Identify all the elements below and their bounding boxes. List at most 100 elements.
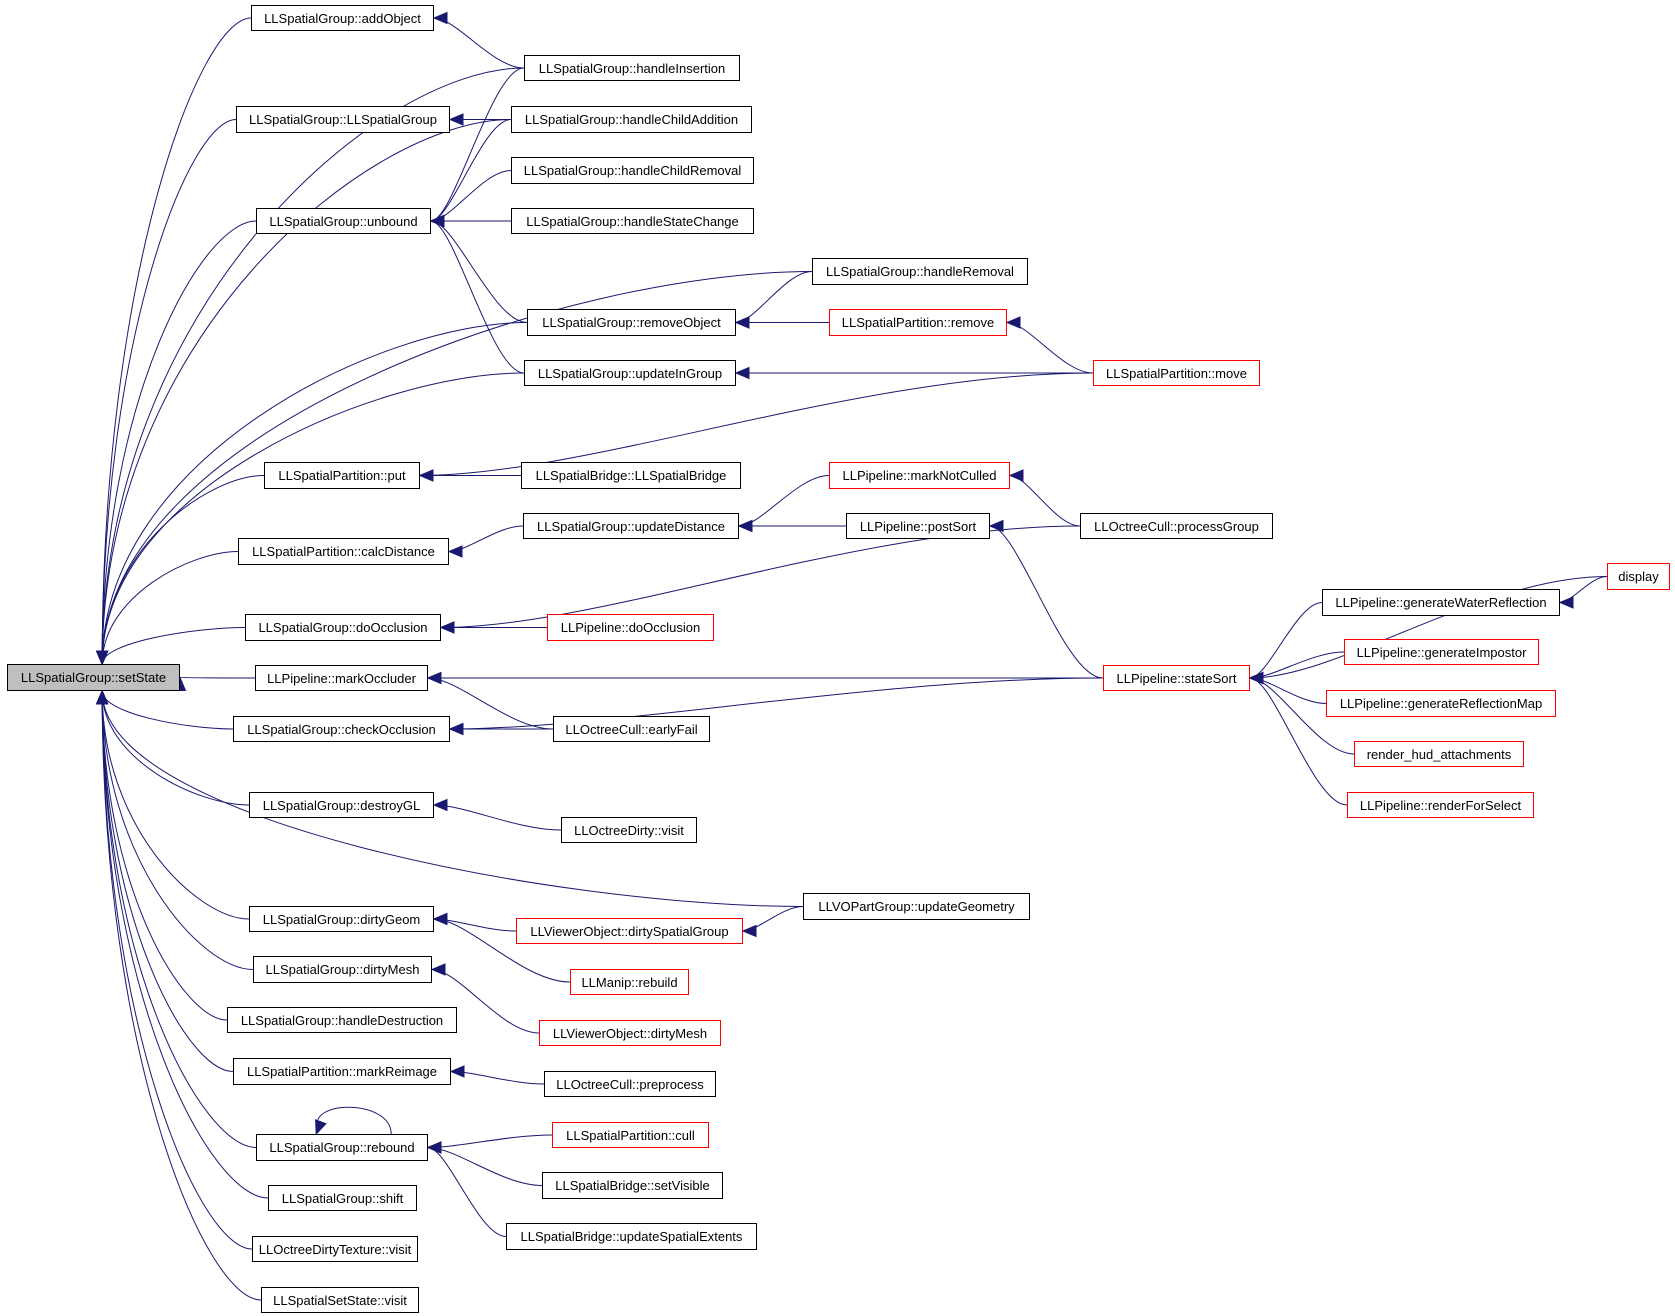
edge-arrowhead	[426, 1141, 442, 1154]
node-processGroup[interactable]: LLOctreeCull::processGroup	[1080, 513, 1273, 539]
node-preprocess[interactable]: LLOctreeCull::preprocess	[544, 1071, 716, 1097]
node-markNotCulled[interactable]: LLPipeline::markNotCulled	[829, 462, 1010, 489]
node-unbound[interactable]: LLSpatialGroup::unbound	[256, 208, 431, 234]
node-label: LLSpatialGroup::handleStateChange	[526, 213, 739, 229]
node-checkOcclusion[interactable]: LLSpatialGroup::checkOcclusion	[233, 716, 450, 742]
edge-genImpostor-stateSort	[1249, 651, 1345, 679]
node-handleInsertion[interactable]: LLSpatialGroup::handleInsertion	[524, 55, 740, 81]
node-renderForSelect[interactable]: LLPipeline::renderForSelect	[1347, 792, 1534, 818]
edge-arrowhead	[95, 650, 109, 666]
edge-dirtyTextureVisit-setState	[101, 690, 253, 1250]
node-setState[interactable]: LLSpatialGroup::setState	[7, 664, 180, 691]
edge-handleChildAddition-setState	[101, 119, 512, 665]
edge-arrowhead	[1008, 469, 1024, 482]
edge-addObject-setState	[101, 17, 252, 665]
node-label: LLSpatialGroup::updateDistance	[537, 518, 725, 534]
edge-handleInsertion-setState	[101, 67, 525, 665]
node-viewerDirtyMesh[interactable]: LLViewerObject::dirtyMesh	[539, 1020, 721, 1046]
edge-stateSort-checkOcclusion	[449, 677, 1104, 730]
edge-markReimage-setState	[101, 690, 234, 1072]
edge-groupDoOcclusion-setState	[101, 627, 246, 665]
node-groupDoOcclusion[interactable]: LLSpatialGroup::doOcclusion	[245, 614, 441, 641]
node-markOccluder[interactable]: LLPipeline::markOccluder	[255, 665, 428, 691]
node-partPut[interactable]: LLSpatialPartition::put	[264, 462, 420, 489]
node-label: LLPipeline::generateWaterReflection	[1335, 595, 1547, 610]
edge-rebound-setState	[101, 690, 257, 1148]
node-updateInGroup[interactable]: LLSpatialGroup::updateInGroup	[524, 360, 736, 386]
node-postSort[interactable]: LLPipeline::postSort	[846, 513, 990, 539]
node-handleChildAddition[interactable]: LLSpatialGroup::handleChildAddition	[511, 106, 752, 133]
node-label: LLSpatialGroup::handleChildAddition	[524, 112, 739, 127]
node-partCull[interactable]: LLSpatialPartition::cull	[552, 1122, 709, 1148]
node-genImpostor[interactable]: LLPipeline::generateImpostor	[1344, 639, 1539, 665]
node-dirtyGeom[interactable]: LLSpatialGroup::dirtyGeom	[249, 906, 434, 932]
edge-arrowhead	[449, 1065, 465, 1078]
edge-handleRemoval-removeObject	[735, 271, 813, 323]
node-removeObject[interactable]: LLSpatialGroup::removeObject	[527, 309, 736, 336]
node-updateDistance[interactable]: LLSpatialGroup::updateDistance	[523, 513, 739, 539]
node-updateSpatialExtents[interactable]: LLSpatialBridge::updateSpatialExtents	[506, 1223, 757, 1250]
node-setVisible[interactable]: LLSpatialBridge::setVisible	[542, 1172, 723, 1199]
node-bridgeCtor[interactable]: LLSpatialBridge::LLSpatialBridge	[521, 462, 741, 489]
node-updateGeometry[interactable]: LLVOPartGroup::updateGeometry	[803, 893, 1030, 920]
node-destroyGL[interactable]: LLSpatialGroup::destroyGL	[249, 792, 434, 818]
node-calcDistance[interactable]: LLSpatialPartition::calcDistance	[238, 538, 449, 565]
edge-setVisible-rebound	[427, 1147, 543, 1186]
node-partMove[interactable]: LLSpatialPartition::move	[1093, 360, 1260, 386]
node-setStateVisit[interactable]: LLSpatialSetState::visit	[261, 1287, 419, 1313]
node-label: LLSpatialGroup::updateInGroup	[537, 365, 723, 381]
node-partRemove[interactable]: LLSpatialPartition::remove	[829, 309, 1007, 336]
edge-handleRemoval-setState	[101, 271, 813, 665]
node-label: LLSpatialGroup::setState	[20, 670, 167, 685]
node-label: LLSpatialGroup::handleDestruction	[240, 1012, 444, 1028]
node-label: LLSpatialGroup::checkOcclusion	[247, 721, 436, 737]
edge-partMove-partRemove	[1006, 322, 1094, 374]
node-label: LLSpatialGroup::LLSpatialGroup	[249, 112, 437, 127]
edge-arrowhead	[741, 924, 757, 938]
node-shift[interactable]: LLSpatialGroup::shift	[268, 1185, 417, 1211]
node-earlyFail[interactable]: LLOctreeCull::earlyFail	[553, 716, 710, 742]
edge-renderForSelect-stateSort	[1249, 677, 1348, 806]
edge-arrowhead	[734, 316, 750, 329]
node-label: LLVOPartGroup::updateGeometry	[818, 899, 1015, 914]
node-label: LLPipeline::markNotCulled	[842, 468, 997, 483]
node-label: LLSpatialGroup::dirtyGeom	[262, 911, 421, 927]
node-addObject[interactable]: LLSpatialGroup::addObject	[251, 5, 434, 31]
edge-arrowhead	[448, 113, 464, 126]
edge-removeObject-setState	[101, 322, 528, 665]
node-dirtySpatialGroup[interactable]: LLViewerObject::dirtySpatialGroup	[516, 918, 743, 944]
node-genReflMap[interactable]: LLPipeline::generateReflectionMap	[1326, 690, 1556, 717]
node-label: LLPipeline::generateReflectionMap	[1339, 696, 1543, 711]
node-renderHud[interactable]: render_hud_attachments	[1354, 741, 1524, 767]
node-handleDestruction[interactable]: LLSpatialGroup::handleDestruction	[227, 1007, 457, 1033]
node-dirtyMeshGroup[interactable]: LLSpatialGroup::dirtyMesh	[253, 956, 432, 983]
edge-arrowhead	[430, 963, 446, 976]
edge-display-genWater	[1559, 576, 1608, 603]
node-manipRebuild[interactable]: LLManip::rebuild	[570, 969, 689, 995]
node-label: LLSpatialGroup::handleChildRemoval	[523, 163, 742, 178]
node-stateSort[interactable]: LLPipeline::stateSort	[1103, 665, 1250, 691]
node-octreeDirtyVisit[interactable]: LLOctreeDirty::visit	[561, 817, 697, 843]
node-genWater[interactable]: LLPipeline::generateWaterReflection	[1322, 589, 1560, 616]
node-label: LLSpatialGroup::rebound	[269, 1140, 415, 1155]
node-markReimage[interactable]: LLSpatialPartition::markReimage	[233, 1058, 451, 1085]
node-pipeDoOcclusion[interactable]: LLPipeline::doOcclusion	[547, 614, 714, 641]
edge-arrowhead	[432, 11, 448, 25]
node-label: LLSpatialGroup::doOcclusion	[258, 620, 428, 635]
edge-handleInsertion-addObject	[433, 17, 525, 69]
node-dirtyTextureVisit[interactable]: LLOctreeDirtyTexture::visit	[252, 1236, 418, 1262]
edge-partPut-setState	[101, 475, 265, 665]
node-handleRemoval[interactable]: LLSpatialGroup::handleRemoval	[812, 258, 1028, 285]
node-label: LLSpatialPartition::markReimage	[246, 1064, 438, 1079]
edge-arrowhead	[1248, 671, 1264, 685]
node-handleStateChange[interactable]: LLSpatialGroup::handleStateChange	[511, 208, 754, 234]
node-rebound[interactable]: LLSpatialGroup::rebound	[256, 1134, 428, 1161]
node-handleChildRemoval[interactable]: LLSpatialGroup::handleChildRemoval	[511, 157, 754, 184]
node-label: LLSpatialBridge::updateSpatialExtents	[520, 1229, 743, 1244]
node-display[interactable]: display	[1607, 563, 1670, 590]
edge-handleDestruction-setState	[101, 690, 228, 1021]
node-ctorGroup[interactable]: LLSpatialGroup::LLSpatialGroup	[236, 106, 450, 133]
node-label: LLSpatialBridge::setVisible	[555, 1178, 710, 1193]
edge-updateGeometry-setState	[101, 690, 804, 907]
